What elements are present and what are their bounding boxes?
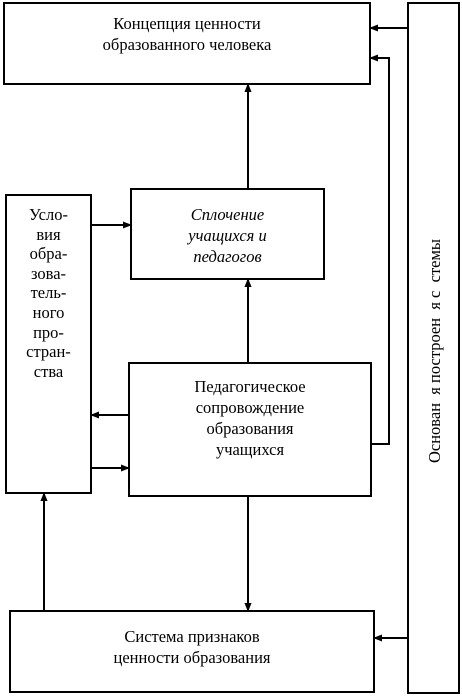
conditions-line: обра- (29, 244, 68, 264)
conditions-line: ства (33, 361, 64, 381)
conditions-line: Усло- (28, 205, 68, 224)
foundation-text: Основан я построен я с стемы (425, 238, 444, 464)
concept-label: Концепция ценности образованного человек… (4, 13, 370, 55)
support-box (128, 362, 372, 497)
conditions-box (5, 194, 92, 494)
foundation-box (407, 2, 460, 694)
conditions-line: стран- (26, 342, 71, 362)
support-label: Педагогическое сопровождение образования… (129, 376, 371, 460)
concept-box (3, 2, 371, 85)
support-line: Педагогическое (194, 377, 306, 396)
concept-line: Концепция ценности (113, 14, 261, 33)
support-line: сопровождение (195, 398, 305, 417)
conditions-line: про- (33, 322, 64, 342)
concept-line: образованного человека (102, 35, 272, 54)
rallying-box (130, 188, 325, 280)
rallying-label: Сплочение учащихся и педагогов (131, 204, 324, 267)
indicators-box (9, 610, 375, 693)
rallying-line: учащихся и (188, 226, 267, 245)
indicators-line: ценности образования (113, 648, 271, 667)
conditions-label: Усло- вия обра- зова- тель- ного про- ст… (6, 205, 91, 381)
indicators-label: Система признаков ценности образования (10, 626, 374, 668)
conditions-line: ного (32, 302, 65, 322)
support-line: учащихся (215, 440, 285, 459)
conditions-line: тель- (30, 283, 67, 303)
conditions-line: зова- (30, 263, 67, 283)
indicators-line: Система признаков (124, 627, 260, 646)
rallying-line: педагогов (193, 247, 262, 266)
support-line: образования (206, 419, 294, 438)
arrow-support-to-concept-feedback (369, 54, 390, 445)
rallying-line: Сплочение (190, 205, 265, 224)
conditions-line: вия (36, 224, 61, 244)
